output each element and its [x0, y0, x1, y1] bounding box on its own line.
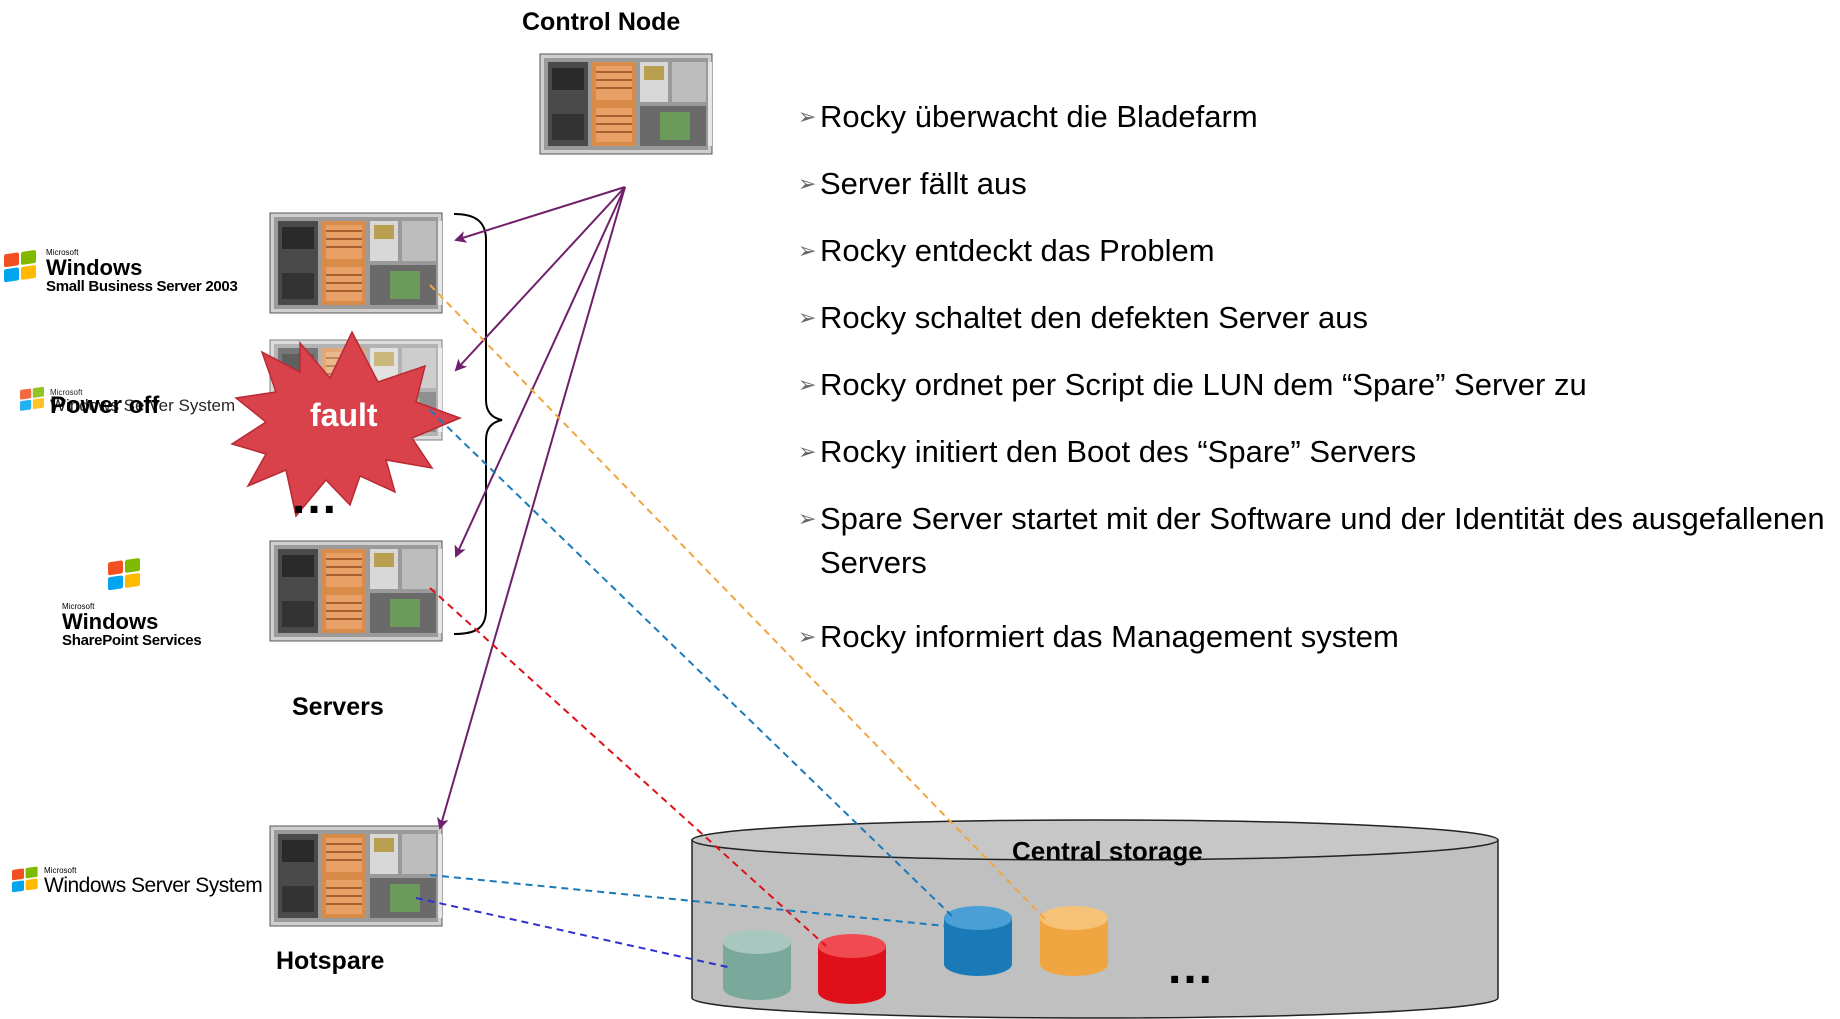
control-node-blade-icon	[539, 53, 713, 155]
windows-flag-icon	[108, 557, 142, 593]
sbs-windows-text: Windows	[46, 255, 143, 280]
windows-flag-icon	[4, 249, 38, 285]
bullet-arrow-icon: ➢	[798, 372, 817, 397]
hotspare-server-system-text: Windows Server System	[44, 874, 263, 897]
step-text: Rocky initiert den Boot des “Spare” Serv…	[820, 434, 1417, 469]
steps-list: ➢Rocky überwacht die Bladefarm ➢Server f…	[798, 95, 1828, 682]
hotspare-blade-icon	[269, 825, 443, 927]
lun-blue-disk	[944, 906, 1012, 976]
sharepoint-microsoft-text: Microsoft	[62, 602, 95, 611]
bullet-arrow-icon: ➢	[798, 506, 817, 531]
sbs-product-text: Small Business Server 2003	[46, 278, 238, 295]
hotspare-microsoft-text: Microsoft	[44, 866, 77, 875]
windows-server-system-faulty-logo: Microsoft Windows Server System	[20, 386, 270, 420]
control-node-label: Control Node	[522, 8, 681, 36]
more-servers-ellipsis: ...	[292, 471, 339, 524]
central-storage-label: Central storage	[1012, 836, 1203, 866]
windows-flag-icon	[12, 866, 39, 894]
step-item: ➢Rocky ordnet per Script die LUN dem “Sp…	[798, 363, 1828, 407]
lun-links	[415, 284, 1047, 969]
fault-burst-icon	[230, 330, 463, 518]
server-1-blade-icon	[269, 212, 443, 314]
sharepoint-product-text: SharePoint Services	[62, 632, 202, 649]
brace-upper	[453, 213, 503, 441]
step-text: Spare Server startet mit der Software un…	[820, 501, 1825, 580]
bullet-arrow-icon: ➢	[798, 439, 817, 464]
step-item: ➢Spare Server startet mit der Software u…	[798, 497, 1828, 585]
bullet-arrow-icon: ➢	[798, 104, 817, 129]
step-text: Rocky ordnet per Script die LUN dem “Spa…	[820, 367, 1587, 402]
step-item: ➢Server fällt aus	[798, 162, 1828, 206]
hotspare-label: Hotspare	[276, 947, 385, 975]
step-text: Rocky entdeckt das Problem	[820, 233, 1215, 268]
step-text: Rocky informiert das Management system	[820, 619, 1399, 654]
bullet-arrow-icon: ➢	[798, 305, 817, 330]
step-text: Rocky schaltet den defekten Server aus	[820, 300, 1368, 335]
step-text: Server fällt aus	[820, 166, 1027, 201]
sharepoint-windows-text: Windows	[62, 609, 159, 634]
fault-label: fault	[310, 397, 378, 433]
lun-teal-disk	[723, 930, 791, 1000]
windows-sbs-logo: Microsoft Windows Small Business Server …	[4, 248, 268, 298]
bullet-arrow-icon: ➢	[798, 171, 817, 196]
step-item: ➢Rocky initiert den Boot des “Spare” Ser…	[798, 430, 1828, 474]
server-3-blade-icon	[269, 540, 443, 642]
bullet-arrow-icon: ➢	[798, 624, 817, 649]
faulty-microsoft-text: Microsoft	[50, 388, 83, 397]
sbs-microsoft-text: Microsoft	[46, 248, 79, 257]
step-text: Rocky überwacht die Bladefarm	[820, 99, 1258, 134]
brace-lower	[453, 440, 487, 635]
power-off-label: Power off	[50, 392, 160, 419]
more-luns-ellipsis: ...	[1168, 941, 1215, 994]
step-item: ➢Rocky entdeckt das Problem	[798, 229, 1828, 273]
lun-red-disk	[818, 934, 886, 1004]
lun-orange-disk	[1040, 906, 1108, 976]
step-item: ➢Rocky überwacht die Bladefarm	[798, 95, 1828, 139]
windows-server-system-hotspare-logo: Microsoft Windows Server System	[12, 866, 272, 900]
windows-flag-icon	[20, 386, 44, 411]
control-arrows	[437, 186, 626, 830]
faulty-server-system-text: Windows Server System	[50, 396, 236, 415]
step-item: ➢Rocky informiert das Management system	[798, 615, 1828, 659]
step-item: ➢Rocky schaltet den defekten Server aus	[798, 296, 1828, 340]
windows-sharepoint-logo: Microsoft Windows SharePoint Services	[60, 557, 260, 650]
bullet-arrow-icon: ➢	[798, 238, 817, 263]
servers-label: Servers	[292, 693, 384, 721]
